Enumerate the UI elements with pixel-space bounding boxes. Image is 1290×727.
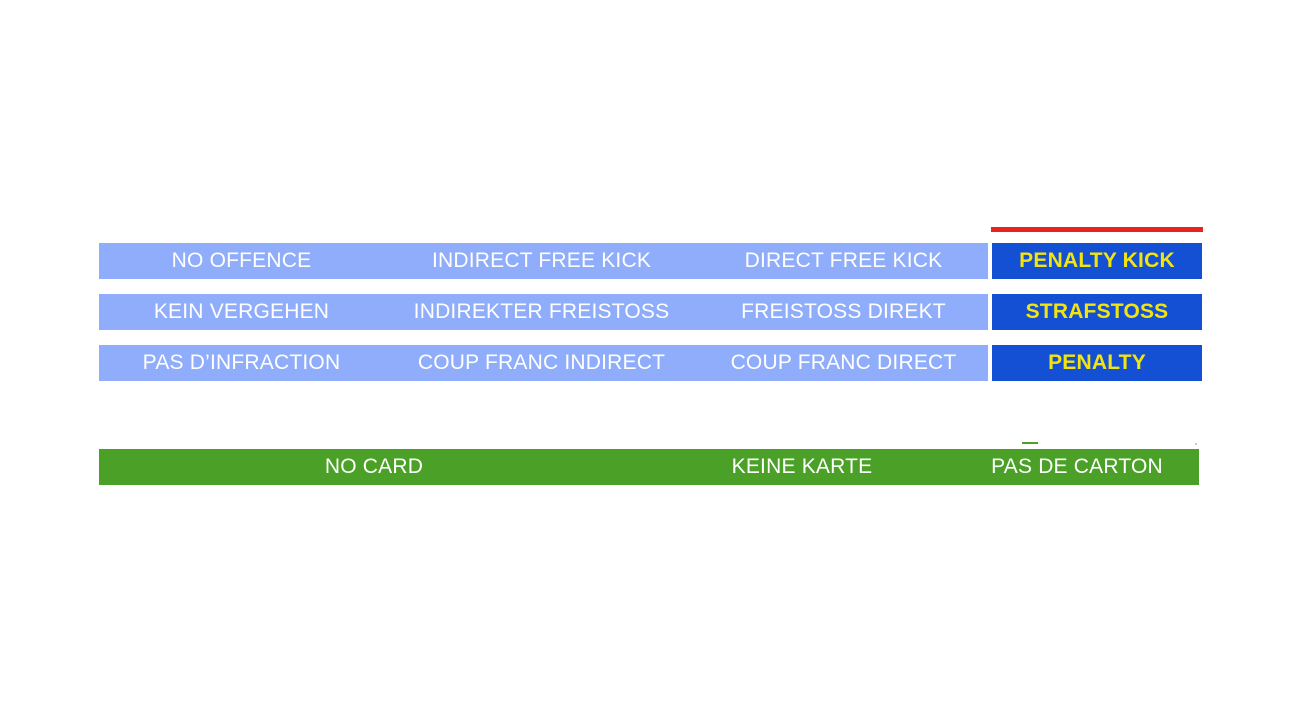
cell-direct-free-kick-french: COUP FRANC DIRECT — [730, 351, 957, 374]
cell-no-offence-french: PAS D’INFRACTION — [142, 351, 341, 374]
offence-band-english: NO OFFENCE INDIRECT FREE KICK DIRECT FRE… — [99, 243, 988, 279]
penalty-column-red-rule — [991, 227, 1203, 232]
cell-direct-free-kick-german: FREISTOSS DIREKT — [741, 300, 946, 323]
cell-penalty-german: STRAFSTOSS — [1025, 300, 1169, 323]
cell-indirect-free-kick-french: COUP FRANC INDIRECT — [417, 351, 666, 374]
cell-no-card-french: PAS DE CARTON — [991, 455, 1163, 478]
cell-direct-free-kick-english: DIRECT FREE KICK — [744, 249, 943, 272]
cell-indirect-free-kick-english: INDIRECT FREE KICK — [431, 249, 652, 272]
penalty-box-german: STRAFSTOSS — [992, 294, 1202, 330]
cell-penalty-french: PENALTY — [1048, 351, 1146, 374]
green-tick-mark — [1022, 442, 1038, 444]
cell-penalty-english: PENALTY KICK — [1019, 249, 1175, 272]
offence-band-french: PAS D’INFRACTION COUP FRANC INDIRECT COU… — [99, 345, 988, 381]
card-band: NO CARD KEINE KARTE PAS DE CARTON — [99, 449, 1199, 485]
cell-no-offence-german: KEIN VERGEHEN — [153, 300, 330, 323]
cell-no-card-english: NO CARD — [324, 455, 424, 478]
offence-band-german: KEIN VERGEHEN INDIREKTER FREISTOSS FREIS… — [99, 294, 988, 330]
cell-no-card-german: KEINE KARTE — [731, 455, 873, 478]
penalty-box-english: PENALTY KICK — [992, 243, 1202, 279]
faint-dot-mark — [1195, 443, 1197, 445]
penalty-box-french: PENALTY — [992, 345, 1202, 381]
cell-no-offence-english: NO OFFENCE — [171, 249, 312, 272]
cell-indirect-free-kick-german: INDIREKTER FREISTOSS — [413, 300, 670, 323]
